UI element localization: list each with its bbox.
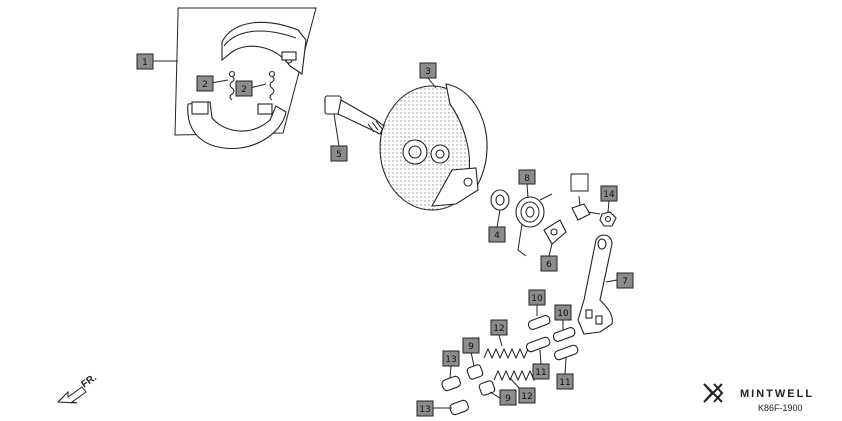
callout-9a: 9 (462, 337, 480, 354)
leader-lines (210, 77, 618, 409)
svg-text:2: 2 (202, 80, 208, 90)
callout-blank (570, 173, 589, 192)
svg-text:11: 11 (559, 378, 570, 388)
diagram-code: K86F-1900 (758, 403, 803, 413)
brand-name: MINTWELL (740, 388, 814, 400)
callout-5: 5 (330, 145, 348, 162)
callout-13b: 13 (416, 400, 434, 417)
collars (466, 364, 496, 396)
svg-text:4: 4 (494, 231, 500, 241)
svg-text:11: 11 (535, 368, 546, 378)
callout-1: 1 (136, 53, 154, 70)
callout-12a: 12 (490, 319, 508, 336)
shoe-springs (228, 70, 276, 101)
svg-text:13: 13 (445, 355, 456, 365)
brake-cam-shaft (324, 95, 385, 135)
callout-7: 7 (616, 272, 634, 289)
cable-clips-upper (527, 315, 576, 342)
callout-2b: 2 (235, 80, 253, 97)
rubber-bushings (441, 375, 469, 416)
callout-14: 14 (600, 185, 618, 202)
svg-text:12: 12 (521, 392, 532, 402)
svg-text:10: 10 (557, 309, 569, 319)
brake-shoe-group-bracket (153, 7, 317, 136)
brake-shoe-lower (187, 101, 287, 149)
callout-13a: 13 (442, 350, 460, 367)
svg-text:2: 2 (241, 85, 247, 95)
dust-seal (490, 189, 510, 211)
wear-indicator-plate (543, 219, 567, 245)
callout-10a: 10 (528, 289, 546, 306)
return-spring (515, 193, 553, 257)
arm-bolt (571, 203, 601, 221)
svg-text:8: 8 (524, 174, 530, 184)
svg-text:5: 5 (336, 150, 342, 160)
callout-10b: 10 (554, 304, 572, 321)
svg-text:6: 6 (546, 260, 552, 270)
brake-arm (577, 234, 613, 335)
callout-2a: 2 (196, 75, 214, 92)
svg-text:14: 14 (603, 190, 615, 200)
callout-12b: 12 (518, 387, 536, 404)
svg-text:9: 9 (505, 394, 511, 404)
svg-text:12: 12 (493, 324, 504, 334)
callout-8: 8 (518, 169, 536, 185)
arrow-icon (56, 386, 87, 404)
coil-springs (483, 347, 539, 382)
cable-clips-lower (525, 336, 579, 361)
callout-3: 3 (419, 62, 437, 79)
callout-11b: 11 (556, 373, 574, 390)
callout-6: 6 (540, 255, 558, 272)
svg-text:13: 13 (419, 405, 430, 415)
brand-mark-icon (703, 383, 724, 403)
front-direction-indicator: FR. (56, 372, 99, 404)
brand-logo: MINTWELL K86F-1900 (703, 383, 814, 413)
svg-text:3: 3 (425, 67, 431, 77)
svg-text:7: 7 (622, 277, 628, 287)
svg-text:9: 9 (468, 342, 474, 352)
callout-9b: 9 (499, 389, 517, 406)
svg-text:1: 1 (142, 58, 148, 68)
svg-text:10: 10 (531, 294, 543, 304)
callout-4: 4 (488, 226, 506, 243)
callout-11a: 11 (532, 363, 550, 380)
brake-shoe-upper (221, 21, 307, 75)
arm-nut (599, 211, 617, 227)
brake-panel (379, 83, 488, 211)
